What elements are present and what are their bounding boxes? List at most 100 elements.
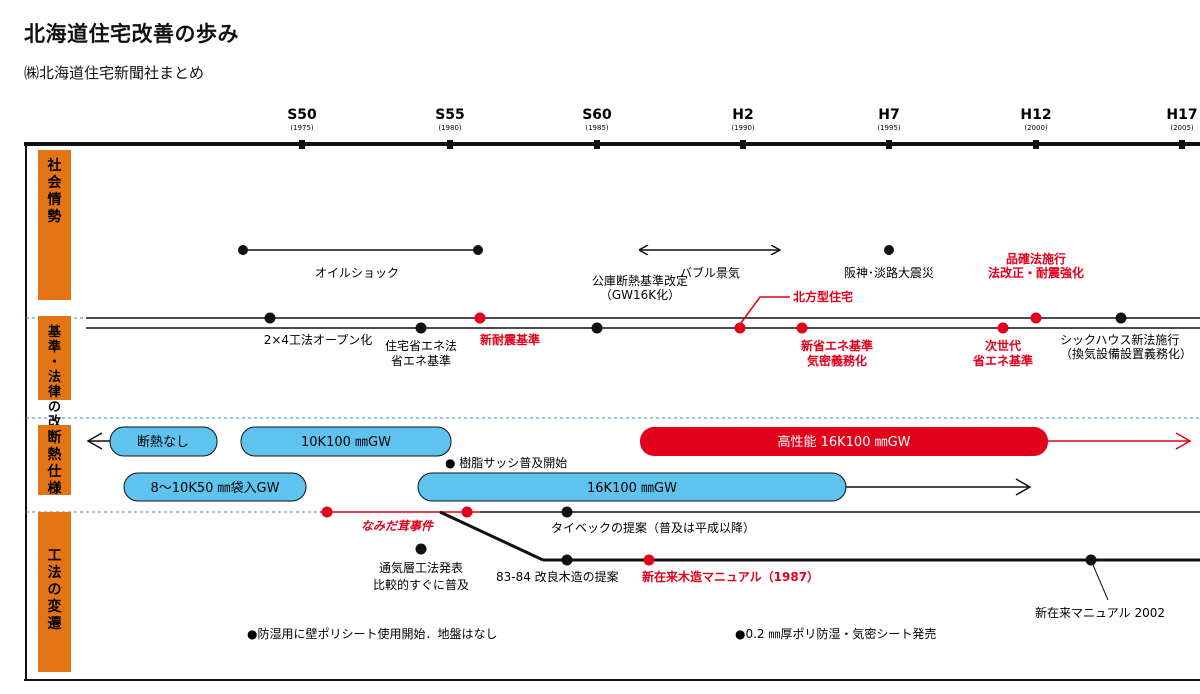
event-hinkaku: 品確法施行 法改正・耐震強化	[988, 251, 1084, 280]
event-hanshin: 阪神･淡路大震災	[844, 245, 934, 280]
spec-label: 高性能 16K100 ㎜GW	[777, 434, 910, 450]
event-dot	[734, 322, 746, 334]
event-dot	[591, 322, 603, 334]
spec-pill	[109, 426, 218, 457]
page-title: 北海道住宅改善の歩み	[24, 22, 239, 46]
spec-label: 断熱なし	[137, 435, 189, 450]
event-label: シックハウス新法施行	[1060, 332, 1179, 347]
event-dot	[473, 245, 483, 255]
spec-label: 16K100 ㎜GW	[587, 481, 677, 496]
spec-high-perf: 高性能 16K100 ㎜GW	[640, 427, 1192, 456]
event-dot	[796, 322, 808, 334]
event-hoppo: 北方型住宅	[734, 289, 853, 334]
event-dot	[474, 312, 486, 324]
era-label: S60	[582, 107, 612, 123]
category-bar	[38, 512, 71, 672]
event-label: （GW16K化）	[600, 288, 680, 302]
event-poly: ●防湿用に壁ポリシート使用開始．地盤はなし	[247, 626, 497, 641]
event-label: 北方型住宅	[793, 289, 853, 304]
event-nameko: なみだ茸事件	[321, 506, 473, 533]
spec-none: 断熱なし	[86, 426, 218, 457]
event-dot	[321, 506, 333, 518]
year-label: (1985)	[585, 124, 609, 132]
event-label: （換気設備設置義務化）	[1060, 346, 1192, 361]
event-label: 住宅省エネ法	[385, 338, 457, 353]
event-two-by-four: 2×4工法オープン化	[264, 312, 372, 347]
event-dot	[561, 554, 573, 566]
event-tsuki: 通気層工法発表 比較的すぐに普及	[373, 543, 469, 592]
event-label: 比較的すぐに普及	[373, 577, 469, 592]
event-dot	[1115, 312, 1127, 324]
kairyo-branch	[439, 510, 544, 562]
era-label: S50	[287, 107, 317, 123]
event-label: 次世代	[985, 338, 1021, 353]
spec-pill	[123, 472, 307, 502]
event-jisedai: 次世代 省エネ基準	[972, 322, 1033, 368]
arrow-head	[1015, 478, 1032, 496]
event-label: 新省エネ基準	[801, 338, 873, 353]
spec-bag-gw: 8～10K50 ㎜袋入GW	[123, 472, 307, 502]
event-sickhouse: シックハウス新法施行 （換気設備設置義務化）	[1060, 312, 1192, 361]
spec-gw10k: 10K100 ㎜GW	[240, 426, 452, 457]
event-shinzairai-2002: 新在来マニュアル 2002	[1035, 554, 1165, 620]
event-label: 気密義務化	[807, 353, 867, 368]
event-tyvek: タイベックの提案（普及は平成以降）	[551, 506, 755, 535]
event-koko-dot	[591, 322, 603, 334]
spec-label: 10K100 ㎜GW	[301, 435, 391, 450]
event-label: 省エネ基準	[972, 353, 1033, 368]
event-label: 省エネ基準	[391, 353, 451, 368]
event-label: 新在来マニュアル 2002	[1035, 605, 1165, 620]
era-label: H17	[1166, 107, 1197, 123]
event-label: タイベックの提案（普及は平成以降）	[551, 520, 755, 535]
event-label: 公庫断熱基準改定	[592, 273, 688, 288]
spec-gw16k: 16K100 ㎜GW	[417, 472, 1032, 502]
event-dot	[415, 543, 427, 555]
event-label: 阪神･淡路大震災	[844, 265, 934, 280]
event-dot	[238, 245, 248, 255]
event-dot	[415, 322, 427, 334]
category-bar-upper	[38, 316, 71, 400]
year-label: (2000)	[1024, 124, 1048, 132]
year-label: (1990)	[731, 124, 755, 132]
event-oil-shock: オイルショック	[238, 245, 483, 280]
year-label: (1975)	[290, 124, 314, 132]
category-bar	[38, 150, 71, 300]
era-label: S55	[435, 107, 465, 123]
event-dot	[997, 322, 1009, 334]
event-dot	[1030, 312, 1042, 324]
category-social: 社会情勢	[38, 150, 71, 300]
event-jutaku: 住宅省エネ法 省エネ基準	[385, 322, 457, 368]
callout-line	[1092, 564, 1109, 601]
event-label: オイルショック	[315, 266, 399, 280]
year-label: (1995)	[877, 124, 901, 132]
event-dot	[561, 506, 573, 518]
category-method: 工法の変遷	[38, 512, 71, 672]
era-label: H12	[1020, 107, 1051, 123]
category-label: 工法の変遷	[48, 548, 62, 632]
era-label: H7	[878, 107, 899, 123]
year-label: (1980)	[438, 124, 462, 132]
event-label: ● 樹脂サッシ普及開始	[445, 455, 567, 470]
category-insulation: 断熱仕様	[38, 425, 71, 497]
page-subtitle: ㈱北海道住宅新聞社まとめ	[24, 64, 205, 82]
event-dot	[461, 506, 473, 518]
year-label: (2005)	[1170, 124, 1194, 132]
event-bubble: バブル景気	[640, 250, 780, 280]
event-shintaishin: 新耐震基準	[474, 312, 540, 347]
category-bar	[38, 425, 71, 495]
event-hinkaku-dot	[1030, 312, 1042, 324]
red-arrow-head	[1175, 432, 1192, 450]
event-dot	[884, 245, 894, 255]
category-law: 基準・法律の改正など	[38, 316, 71, 475]
event-dot	[264, 312, 276, 324]
event-label: 法改正・耐震強化	[988, 265, 1084, 280]
event-label: 新在来木造マニュアル（1987）	[642, 569, 819, 584]
event-dot	[1085, 554, 1097, 566]
category-label: 断熱仕様	[47, 429, 63, 497]
event-koko: 公庫断熱基準改定 （GW16K化）	[592, 273, 688, 302]
event-label: バブル景気	[680, 265, 740, 280]
spec-pill	[640, 427, 1048, 456]
event-dot	[643, 554, 655, 566]
event-poly02: ●0.2 ㎜厚ポリ防湿・気密シート発売	[735, 626, 936, 641]
event-shinzairai: 新在来木造マニュアル（1987）	[642, 554, 819, 584]
